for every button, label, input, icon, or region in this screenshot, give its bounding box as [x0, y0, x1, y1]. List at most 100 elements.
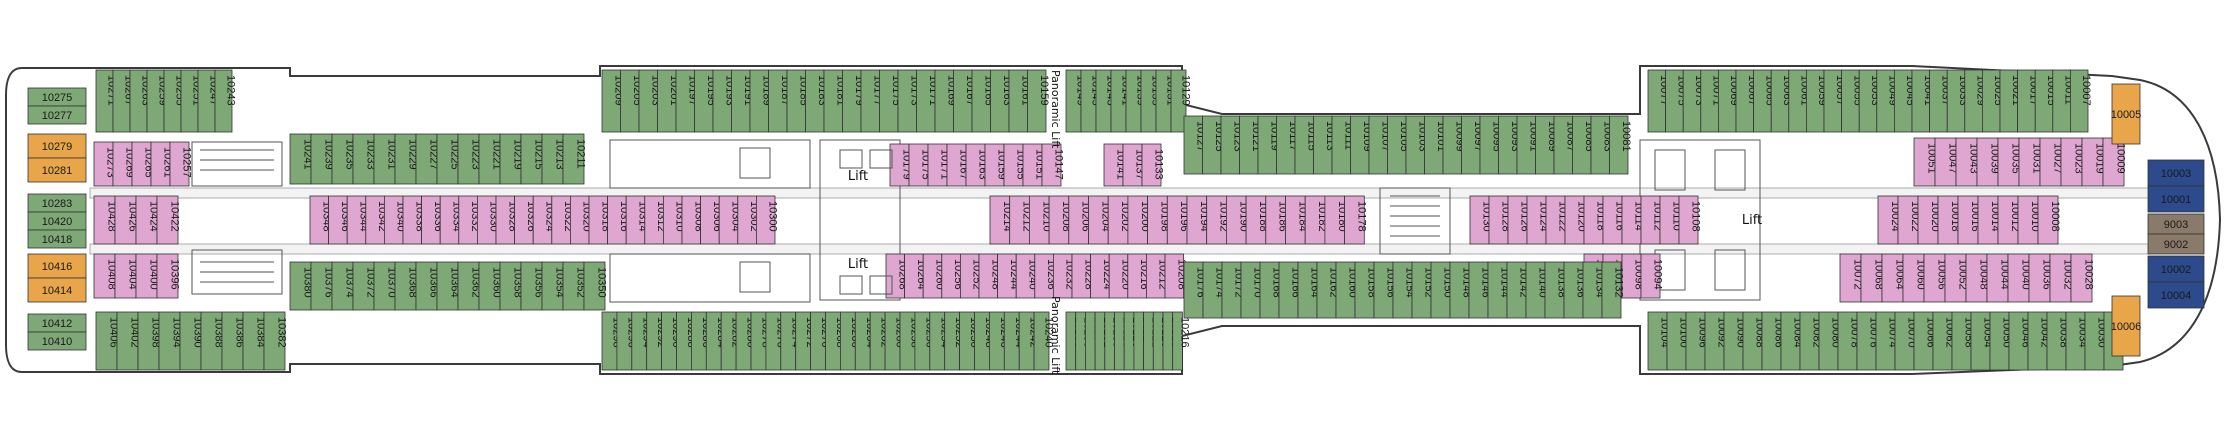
- cabin-10020[interactable]: 10020: [1917, 195, 1941, 245]
- cabin-9003[interactable]: 9003: [2147, 213, 2205, 235]
- cabin-10134[interactable]: 10134: [1582, 261, 1606, 319]
- cabin-10040[interactable]: 10040: [2007, 253, 2032, 303]
- cabin-10043[interactable]: 10043: [1955, 137, 1980, 187]
- cabin-10024[interactable]: 10024: [1877, 195, 1901, 245]
- cabin-10257[interactable]: 10257: [169, 141, 193, 187]
- cabin-10356[interactable]: 10356: [520, 261, 545, 311]
- cabin-10002[interactable]: 10002: [2147, 255, 2205, 283]
- cabin-10159[interactable]: 10159: [1027, 69, 1050, 133]
- cabin-10201[interactable]: 10201: [657, 69, 680, 133]
- cabin-10031[interactable]: 10031: [2018, 137, 2043, 187]
- cabin-10052[interactable]: 10052: [1944, 253, 1969, 303]
- cabin-10376[interactable]: 10376: [310, 261, 335, 311]
- cabin-10056[interactable]: 10056: [1923, 253, 1948, 303]
- cabin-10133[interactable]: 10133: [1141, 143, 1165, 187]
- cabin-10004[interactable]: 10004: [2147, 281, 2205, 309]
- cabin-10003[interactable]: 10003: [2147, 159, 2205, 187]
- cabin-10426[interactable]: 10426: [114, 195, 139, 245]
- cabin-10022[interactable]: 10022: [1897, 195, 1921, 245]
- cabin-10241[interactable]: 10241: [289, 133, 314, 185]
- cabin-10414[interactable]: 10414: [27, 277, 87, 303]
- cabin-10416[interactable]: 10416: [27, 253, 87, 279]
- cabin-10240[interactable]: 10240: [1033, 311, 1055, 371]
- cabin-10368[interactable]: 10368: [394, 261, 419, 311]
- cabin-10081[interactable]: 10081: [1609, 115, 1632, 175]
- cabin-10279[interactable]: 10279: [27, 133, 87, 159]
- cabin-10036[interactable]: 10036: [2028, 253, 2053, 303]
- cabin-10396[interactable]: 10396: [156, 253, 181, 299]
- cabin-10016[interactable]: 10016: [1957, 195, 1981, 245]
- cabin-10424[interactable]: 10424: [135, 195, 160, 245]
- cabin-10094[interactable]: 10094: [1640, 253, 1664, 299]
- cabin-10171[interactable]: 10171: [927, 143, 951, 187]
- cabin-10027[interactable]: 10027: [2039, 137, 2064, 187]
- cabin-10404[interactable]: 10404: [114, 253, 139, 299]
- cabin-10358[interactable]: 10358: [499, 261, 524, 311]
- cabin-10221[interactable]: 10221: [478, 133, 503, 185]
- cabin-10047[interactable]: 10047: [1934, 137, 1959, 187]
- cabin-10223[interactable]: 10223: [457, 133, 482, 185]
- cabin-10188[interactable]: 10188: [1245, 195, 1269, 245]
- cabin-10386[interactable]: 10386: [221, 311, 246, 371]
- cabin-10398[interactable]: 10398: [137, 311, 162, 371]
- bow-suite-10005[interactable]: 10005: [2111, 83, 2142, 145]
- cabin-10023[interactable]: 10023: [2060, 137, 2085, 187]
- cabin-10014[interactable]: 10014: [1977, 195, 2001, 245]
- cabin-10400[interactable]: 10400: [135, 253, 160, 299]
- cabin-10051[interactable]: 10051: [1913, 137, 1938, 187]
- cabin-10418[interactable]: 10418: [27, 229, 87, 249]
- cabin-10035[interactable]: 10035: [1997, 137, 2022, 187]
- cabin-10008[interactable]: 10008: [2037, 195, 2061, 245]
- cabin-10364[interactable]: 10364: [436, 261, 461, 311]
- cabin-10068[interactable]: 10068: [1860, 253, 1885, 303]
- cabin-10010[interactable]: 10010: [2017, 195, 2041, 245]
- cabin-10119[interactable]: 10119: [1257, 115, 1280, 175]
- cabin-10236[interactable]: 10236: [1034, 253, 1057, 299]
- cabin-10390[interactable]: 10390: [179, 311, 204, 371]
- cabin-10127[interactable]: 10127: [1183, 115, 1206, 175]
- cabin-10227[interactable]: 10227: [415, 133, 440, 185]
- cabin-10129[interactable]: 10129: [1170, 69, 1192, 133]
- cabin-10028[interactable]: 10028: [2070, 253, 2095, 303]
- cabin-10012[interactable]: 10012: [1997, 195, 2021, 245]
- cabin-10408[interactable]: 10408: [93, 253, 118, 299]
- cabin-10147[interactable]: 10147: [1041, 143, 1065, 187]
- cabin-10277[interactable]: 10277: [27, 105, 87, 125]
- cabin-10372[interactable]: 10372: [352, 261, 377, 311]
- cabin-10384[interactable]: 10384: [242, 311, 267, 371]
- cabin-10001[interactable]: 10001: [2147, 185, 2205, 213]
- cabin-10412[interactable]: 10412: [27, 313, 87, 333]
- cabin-10422[interactable]: 10422: [156, 195, 181, 245]
- cabin-10213[interactable]: 10213: [541, 133, 566, 185]
- cabin-10260[interactable]: 10260: [884, 311, 906, 371]
- cabin-10410[interactable]: 10410: [27, 331, 87, 351]
- cabin-10009[interactable]: 10009: [2102, 137, 2127, 187]
- cabin-10406[interactable]: 10406: [95, 311, 120, 371]
- cabin-10007[interactable]: 10007: [2069, 69, 2092, 133]
- cabin-10060[interactable]: 10060: [1902, 253, 1927, 303]
- cabin-10211[interactable]: 10211: [562, 133, 587, 185]
- cabin-10233[interactable]: 10233: [352, 133, 377, 185]
- cabin-10018[interactable]: 10018: [1937, 195, 1961, 245]
- cabin-10193[interactable]: 10193: [712, 69, 735, 133]
- cabin-10300[interactable]: 10300: [756, 195, 779, 245]
- cabin-10019[interactable]: 10019: [2081, 137, 2106, 187]
- cabin-10374[interactable]: 10374: [331, 261, 356, 311]
- cabin-10380[interactable]: 10380: [289, 261, 314, 311]
- cabin-10428[interactable]: 10428: [93, 195, 118, 245]
- cabin-10360[interactable]: 10360: [478, 261, 503, 311]
- cabin-10243[interactable]: 10243: [214, 69, 237, 133]
- cabin-10132[interactable]: 10132: [1601, 261, 1625, 319]
- cabin-10032[interactable]: 10032: [2049, 253, 2074, 303]
- cabin-10394[interactable]: 10394: [158, 311, 183, 371]
- cabin-10064[interactable]: 10064: [1881, 253, 1906, 303]
- cabin-10072[interactable]: 10072: [1839, 253, 1864, 303]
- cabin-10388[interactable]: 10388: [200, 311, 225, 371]
- cabin-10275[interactable]: 10275: [27, 87, 87, 107]
- cabin-10044[interactable]: 10044: [1986, 253, 2011, 303]
- cabin-10178[interactable]: 10178: [1344, 195, 1368, 245]
- cabin-10352[interactable]: 10352: [562, 261, 587, 311]
- cabin-10219[interactable]: 10219: [499, 133, 524, 185]
- cabin-10350[interactable]: 10350: [583, 261, 608, 311]
- cabin-10402[interactable]: 10402: [116, 311, 141, 371]
